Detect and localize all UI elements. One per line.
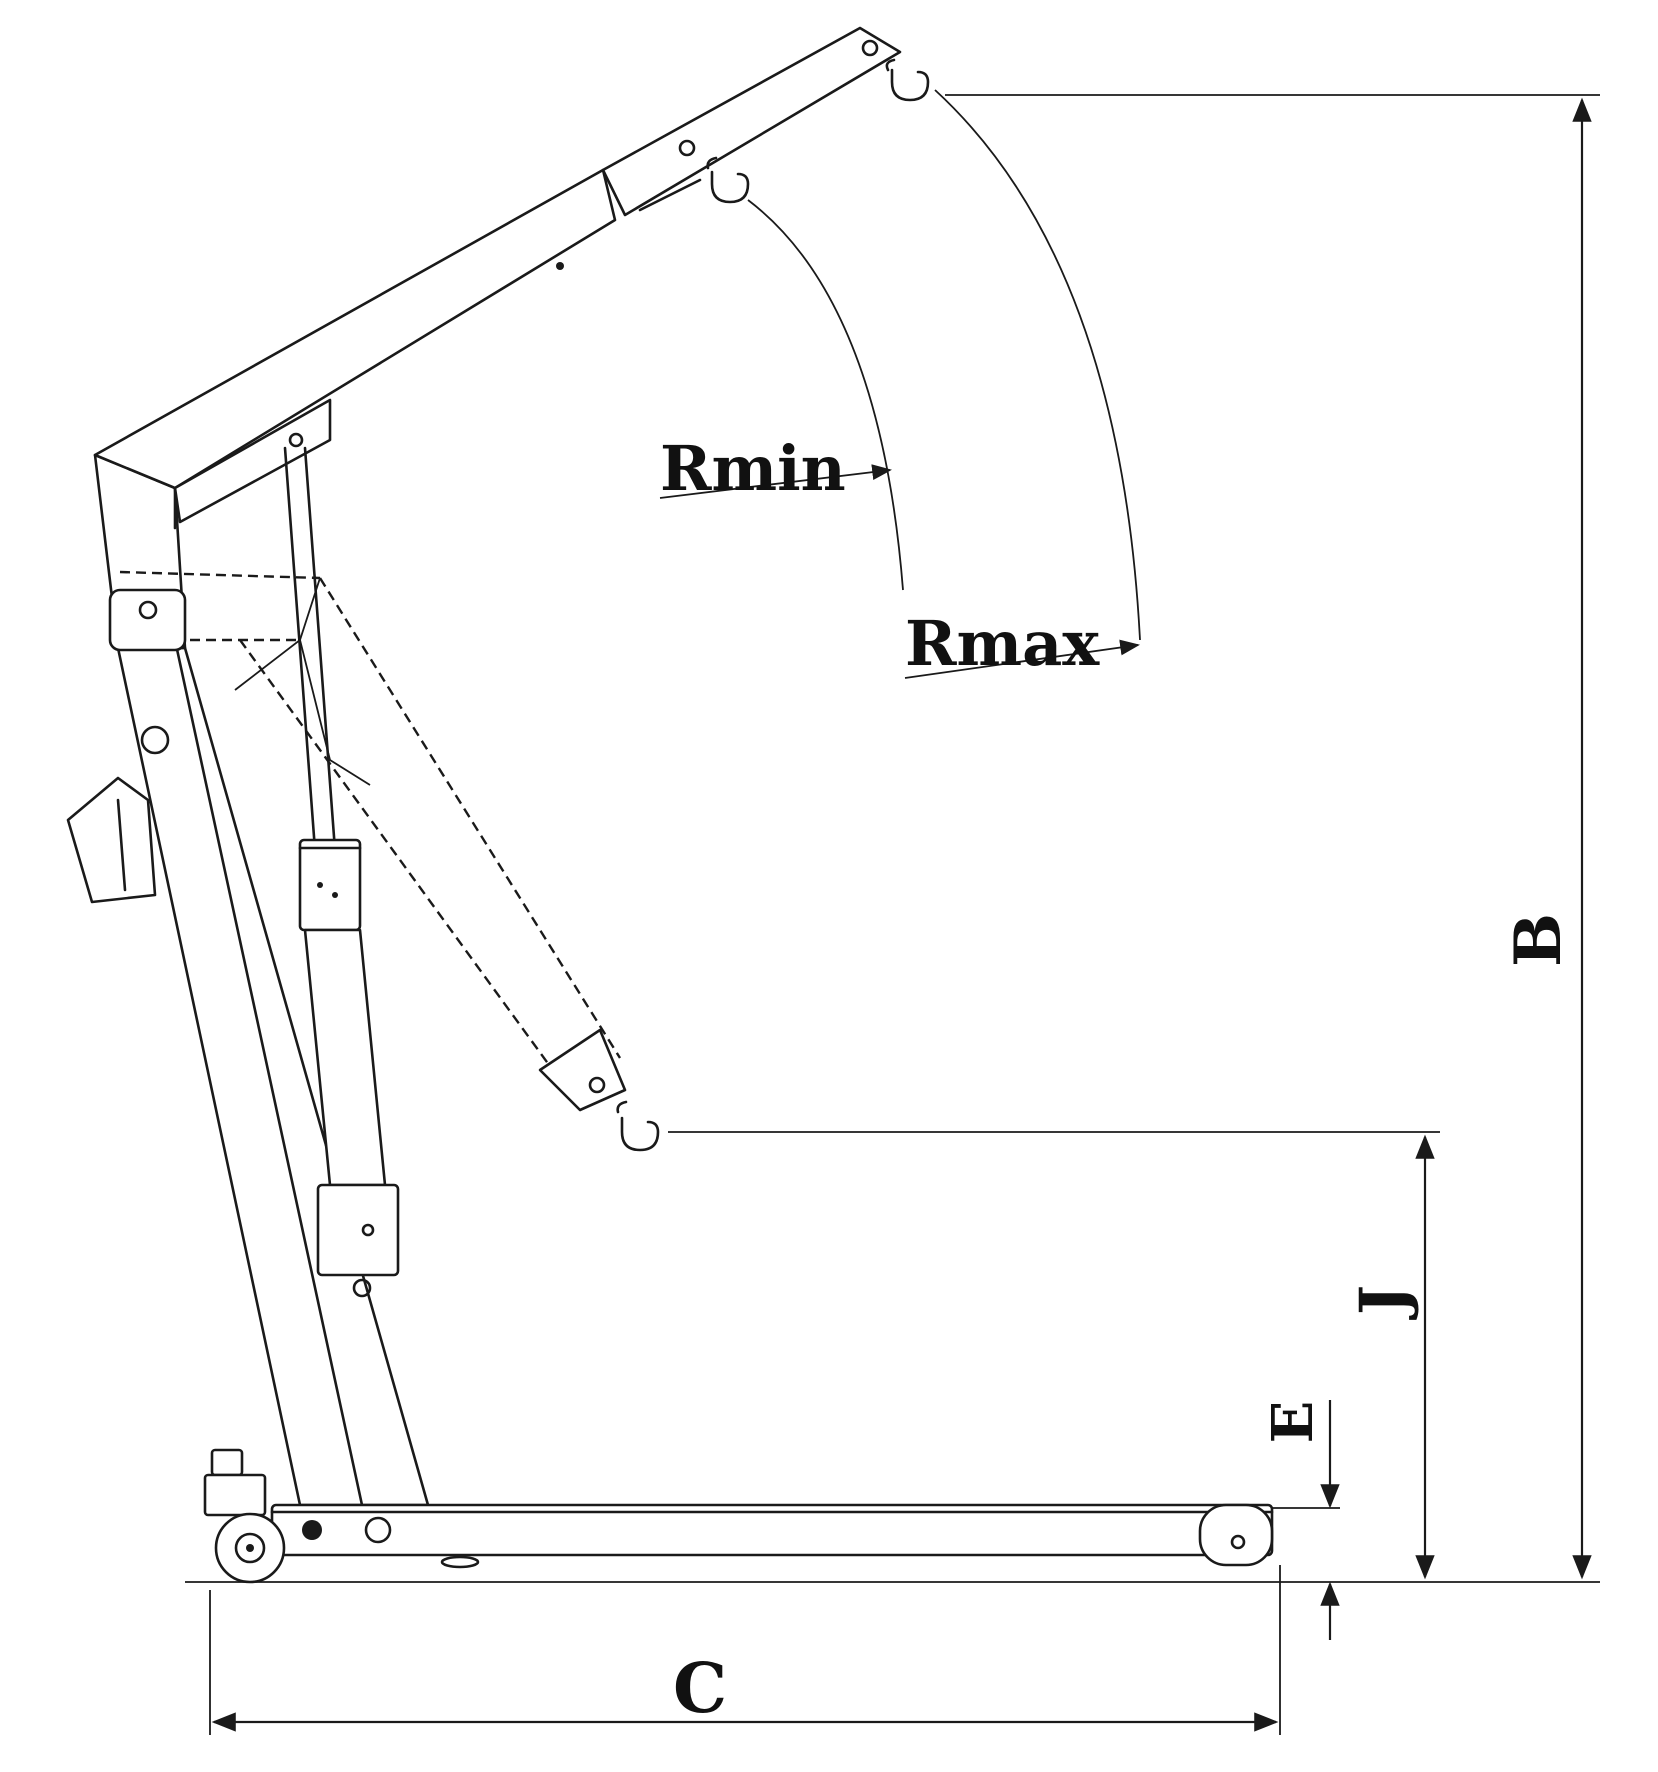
mast	[93, 453, 430, 1507]
radius-arcs: Rmin Rmax	[659, 89, 1141, 680]
dim-b-label: B	[1501, 913, 1576, 967]
boom-pin-2	[861, 39, 879, 57]
dim-j-label: J	[1346, 1285, 1421, 1320]
control-box	[66, 776, 157, 904]
hydraulic-ram	[283, 446, 400, 1298]
base-leg	[270, 1503, 1274, 1569]
dim-e-label: E	[1260, 1401, 1326, 1444]
hook-max	[885, 58, 930, 102]
rear-caster	[203, 1448, 286, 1584]
mast-pivot-pin	[138, 600, 158, 620]
hook-mid	[706, 156, 750, 204]
rmax-leader	[904, 639, 1140, 679]
dimension-j: J	[1346, 1134, 1435, 1580]
dimension-e: E	[1260, 1400, 1340, 1640]
boom-pin-1	[678, 139, 696, 157]
dim-c-label: C	[673, 1649, 727, 1729]
rmax-label: Rmax	[905, 607, 1100, 680]
arc-min	[747, 199, 904, 591]
hook-low	[616, 1100, 660, 1152]
dimension-b: B	[1501, 97, 1592, 1580]
boom	[93, 26, 902, 530]
rmin-leader	[659, 464, 892, 499]
mast-bolt	[140, 725, 170, 755]
arc-max	[934, 89, 1141, 641]
boom-lowered-position	[119, 570, 627, 1112]
dimension-c: C	[209, 1565, 1281, 1735]
rmin-label: Rmin	[660, 432, 846, 505]
